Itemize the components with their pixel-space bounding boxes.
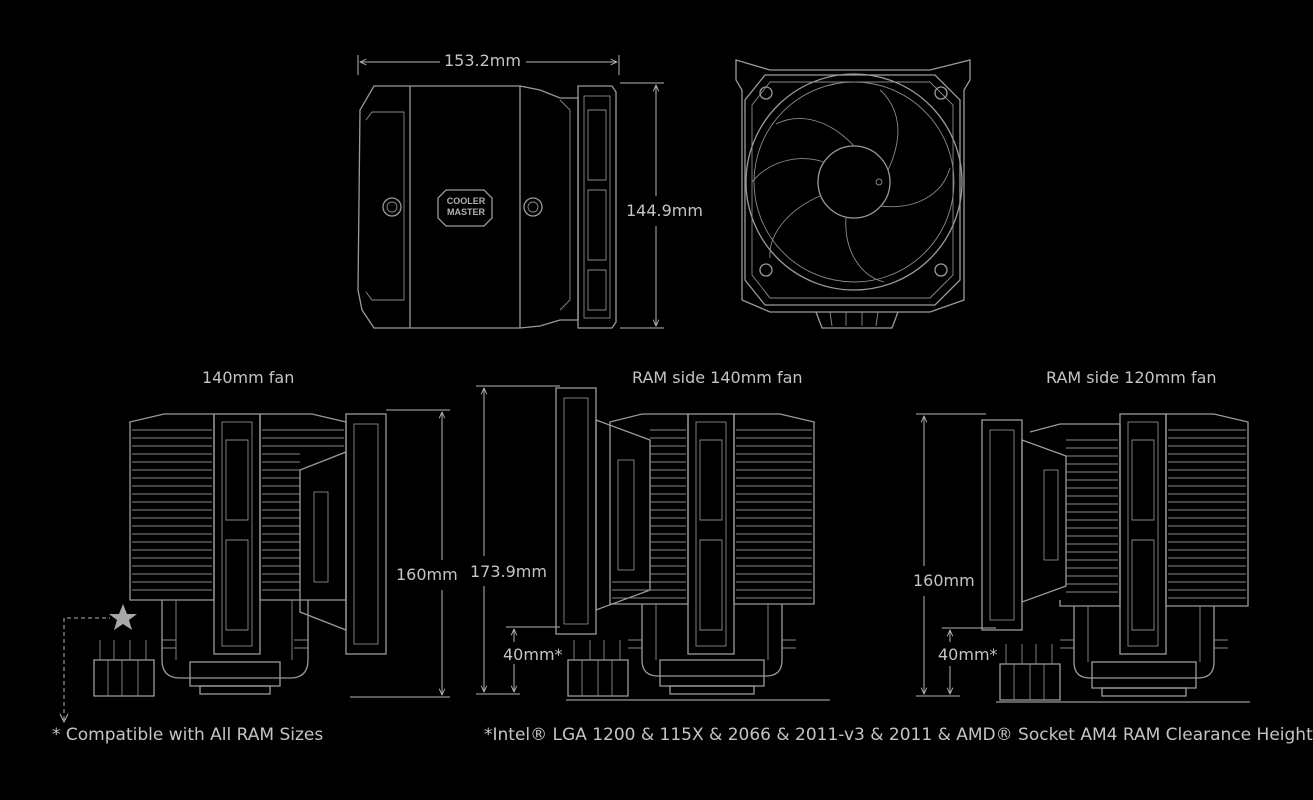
logo-line-1: COOLER	[446, 196, 486, 206]
fan-icon	[751, 89, 951, 283]
fan-view	[735, 59, 971, 329]
side-view-2-title: RAM side 140mm fan	[632, 368, 803, 387]
side-view-1-height-label: 160mm	[396, 565, 458, 584]
side-view-140mm-fan	[59, 409, 450, 724]
clearance-footnote: *Intel® LGA 1200 & 115X & 2066 & 2011-v3…	[484, 725, 1313, 745]
star-icon	[109, 604, 137, 630]
front-view	[357, 55, 664, 329]
side-view-2-height-label: 173.9mm	[470, 562, 547, 581]
width-dimension-label: 153.2mm	[444, 51, 521, 70]
side-view-1-title: 140mm fan	[202, 368, 295, 387]
ram-compat-footnote: * Compatible with All RAM Sizes	[52, 725, 324, 745]
side-view-ram-140mm-fan	[476, 385, 830, 701]
side-view-ram-120mm-fan	[916, 413, 1250, 703]
side-view-3-height-label: 160mm	[913, 571, 975, 590]
height-dimension-label: 144.9mm	[626, 201, 703, 220]
logo-line-2: MASTER	[447, 207, 485, 217]
side-view-3-title: RAM side 120mm fan	[1046, 368, 1217, 387]
side-view-3-ram-label: 40mm*	[938, 645, 998, 664]
cooler-master-logo: COOLER MASTER	[441, 196, 491, 218]
side-view-2-ram-label: 40mm*	[503, 645, 563, 664]
